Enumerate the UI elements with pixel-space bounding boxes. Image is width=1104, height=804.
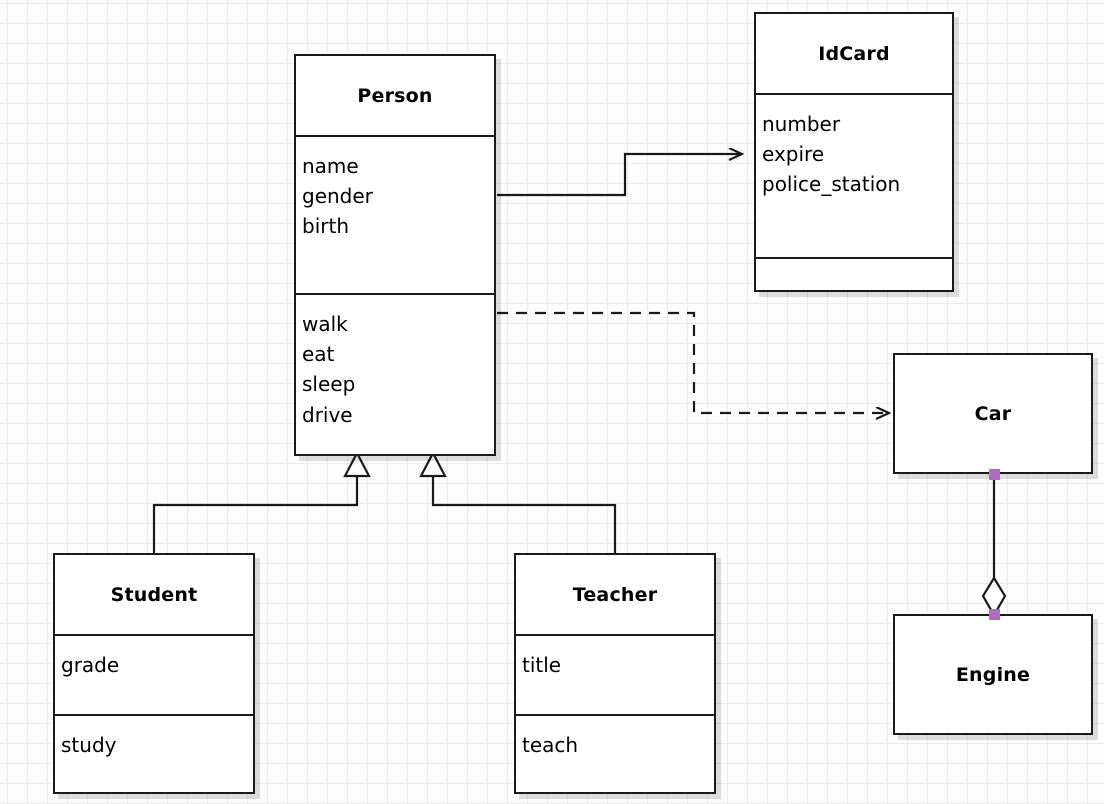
class-operations-teacher: teach bbox=[516, 714, 714, 794]
class-box-student[interactable]: Student grade study bbox=[53, 553, 255, 794]
class-title-engine: Engine bbox=[955, 663, 1031, 686]
class-title-student: Student bbox=[110, 583, 198, 606]
class-operations-student: study bbox=[55, 714, 253, 794]
link-endpoint-handle-engine[interactable] bbox=[989, 609, 1000, 620]
class-box-engine[interactable]: Engine bbox=[893, 614, 1093, 735]
operation-row: study bbox=[61, 733, 117, 757]
class-box-teacher[interactable]: Teacher title teach bbox=[514, 553, 716, 794]
class-box-car[interactable]: Car bbox=[893, 353, 1093, 474]
class-title-idcard: IdCard bbox=[818, 42, 890, 65]
class-operations-person: walk eat sleep drive bbox=[296, 293, 494, 454]
class-attributes-student: grade bbox=[55, 634, 253, 714]
operation-row: eat bbox=[302, 342, 335, 367]
edge-student-person[interactable] bbox=[152, 450, 371, 553]
operation-row: walk bbox=[302, 312, 348, 336]
operation-row: sleep bbox=[302, 372, 356, 397]
operation-row: drive bbox=[302, 402, 353, 427]
attribute-row: number bbox=[762, 112, 841, 136]
edge-person-car[interactable] bbox=[497, 311, 889, 413]
link-endpoint-handle-car[interactable] bbox=[989, 469, 1000, 480]
edge-person-idcard[interactable] bbox=[497, 154, 742, 197]
class-attributes-idcard: number expire police_station bbox=[756, 93, 952, 257]
attribute-row: gender bbox=[302, 184, 373, 209]
edge-teacher-person[interactable] bbox=[419, 450, 617, 553]
class-attributes-teacher: title bbox=[516, 634, 714, 714]
class-operations-idcard bbox=[756, 257, 952, 290]
attribute-row: police_station bbox=[762, 172, 901, 197]
attribute-row: birth bbox=[302, 214, 349, 239]
attribute-row: expire bbox=[762, 142, 825, 167]
class-title-person: Person bbox=[357, 84, 433, 107]
attribute-row: name bbox=[302, 154, 359, 178]
class-title-car: Car bbox=[974, 402, 1012, 425]
edge-car-engine[interactable] bbox=[981, 474, 1007, 618]
class-title-teacher: Teacher bbox=[572, 583, 658, 606]
class-box-person[interactable]: Person name gender birth walk eat sleep … bbox=[294, 54, 496, 456]
attribute-row: title bbox=[522, 653, 562, 677]
class-box-idcard[interactable]: IdCard number expire police_station bbox=[754, 12, 954, 292]
operation-row: teach bbox=[522, 733, 579, 757]
attribute-row: grade bbox=[61, 653, 120, 677]
class-attributes-person: name gender birth bbox=[296, 135, 494, 293]
